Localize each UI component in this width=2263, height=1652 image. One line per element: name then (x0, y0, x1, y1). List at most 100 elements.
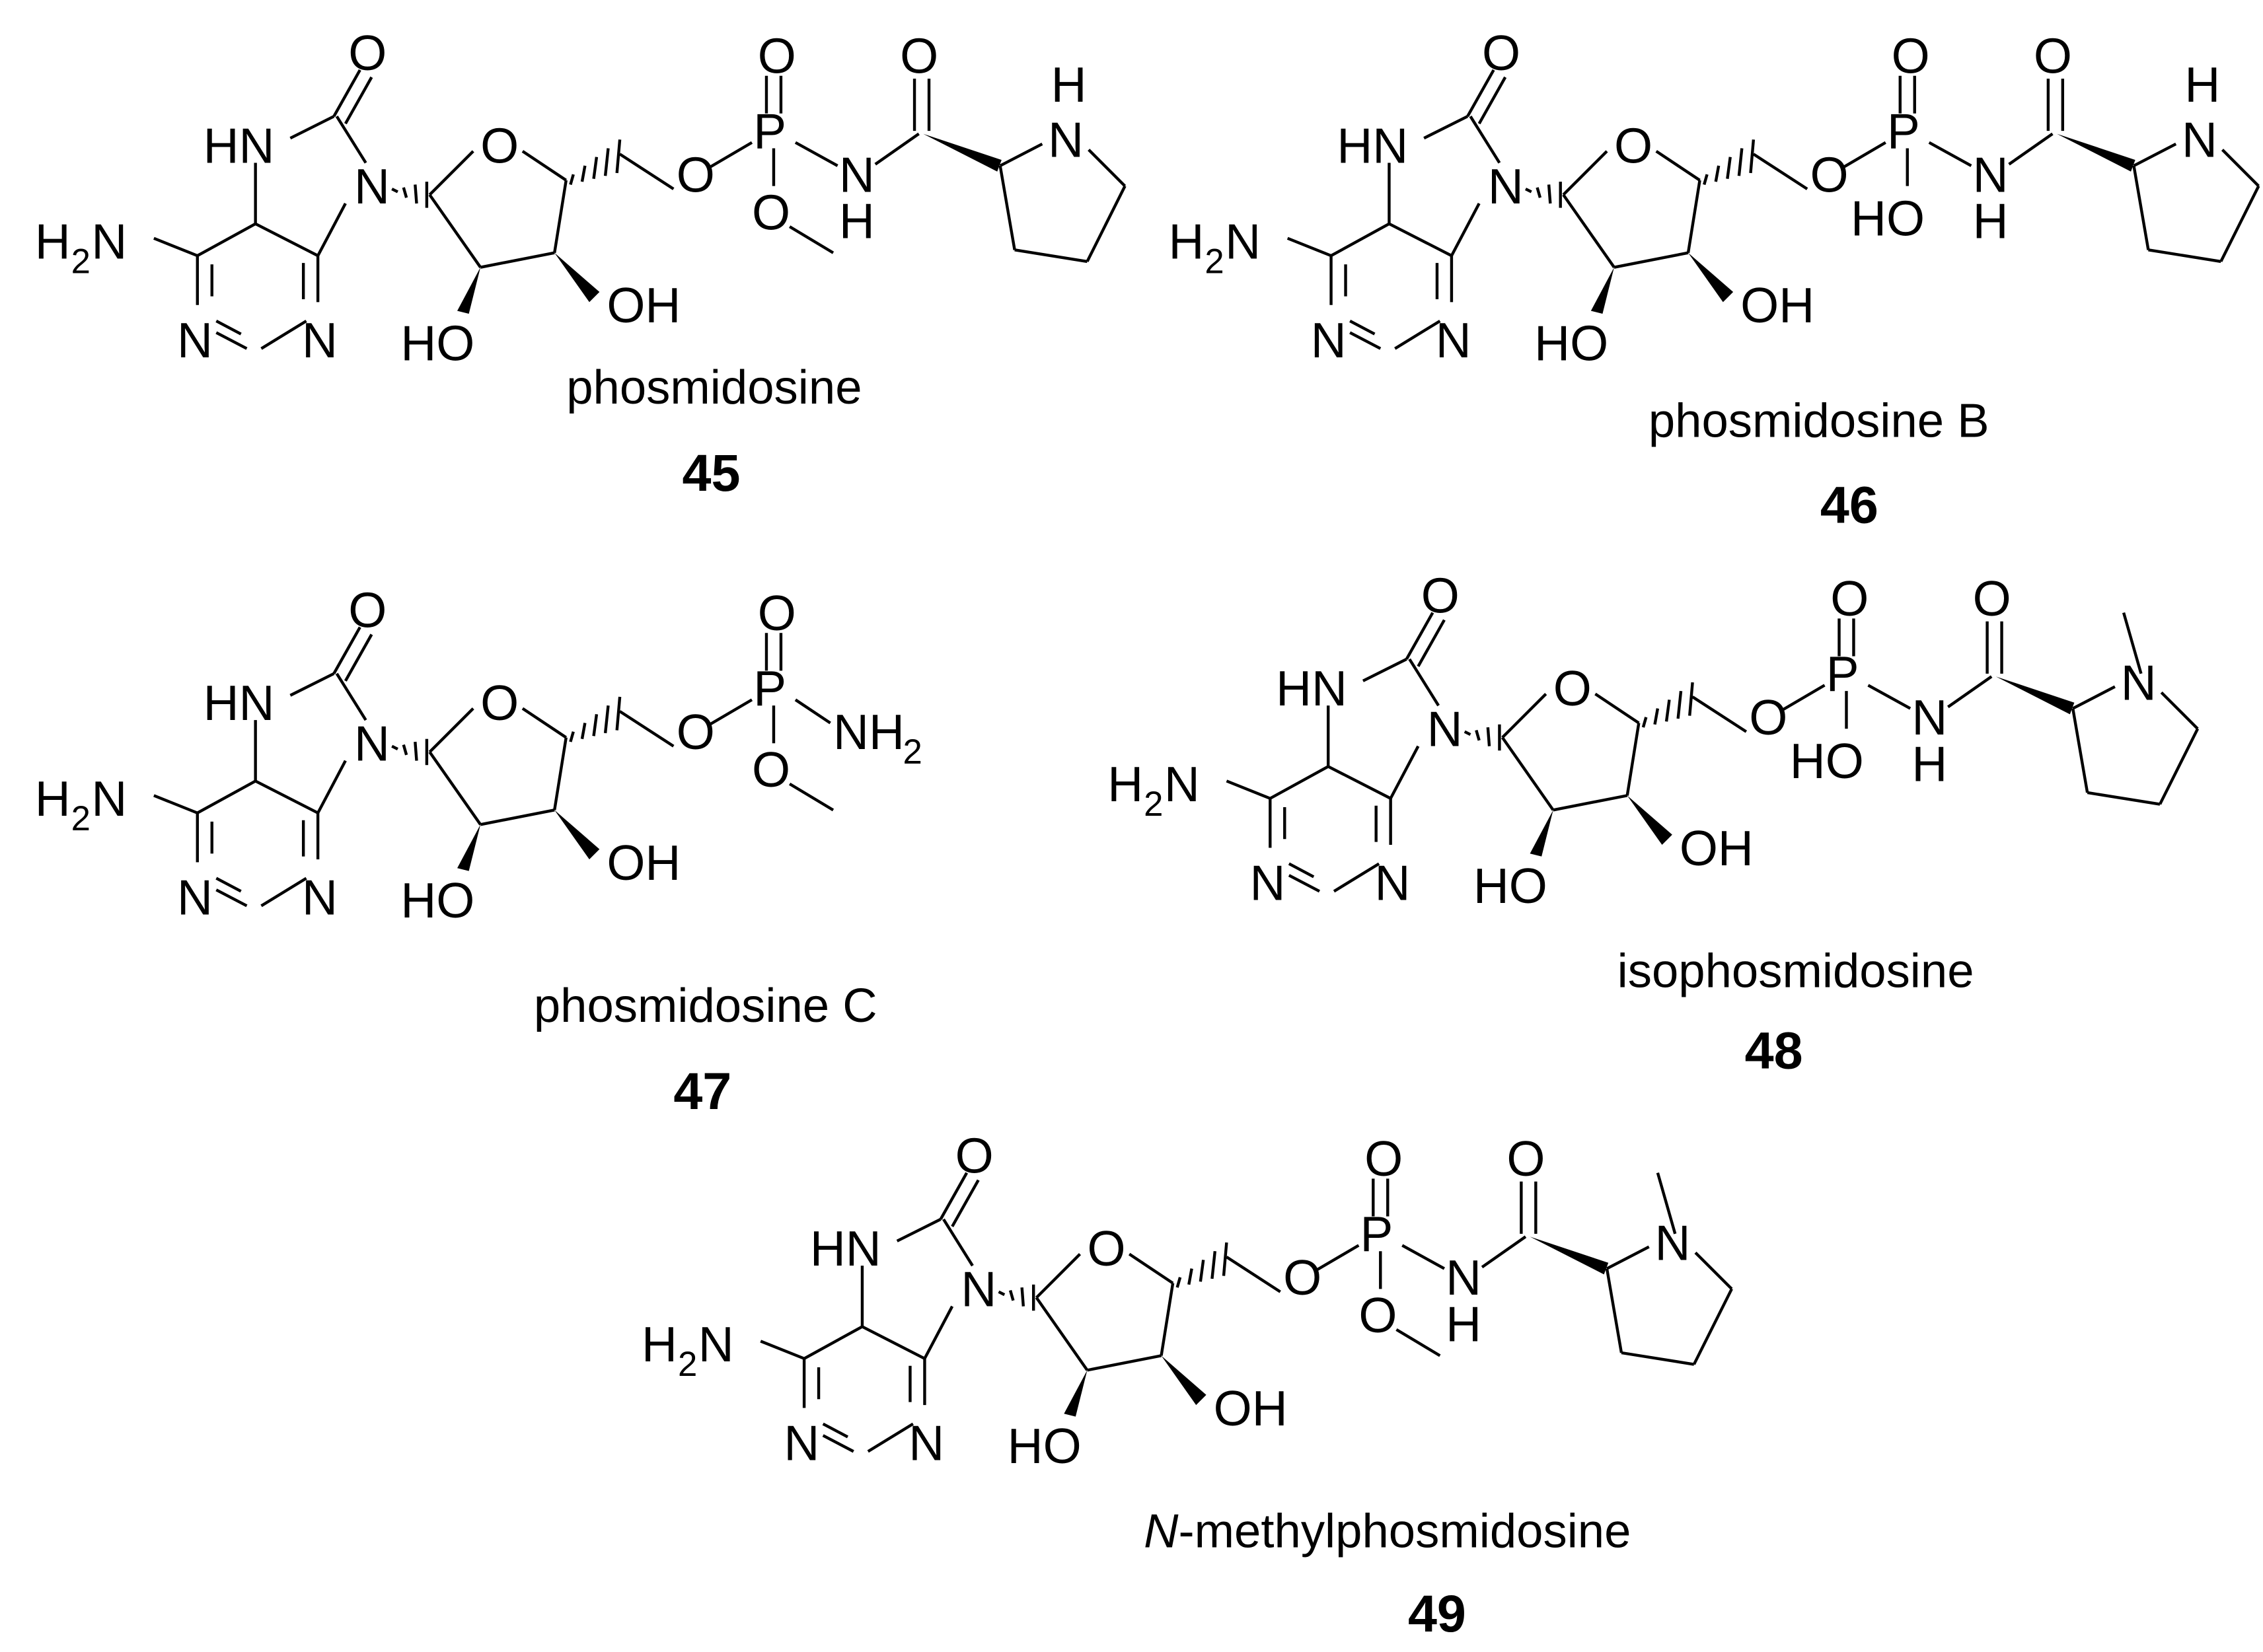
compound-name: isophosmidosine (1617, 944, 1974, 997)
atom-label: N (354, 716, 390, 772)
atom-label: O (1614, 118, 1652, 174)
atom-label: N (839, 147, 875, 202)
atom-label: N (1311, 312, 1347, 368)
atom-label: N (1654, 1215, 1690, 1270)
atom-label: 2 (71, 242, 91, 281)
atom-label: N (1973, 147, 2009, 202)
compound-name: phosmidosine B (1649, 394, 1989, 448)
atom-label: O (480, 675, 519, 731)
atom-label: H (35, 214, 71, 269)
atom-label: HN (1276, 661, 1347, 716)
atom-label: H (1051, 57, 1087, 112)
atom-label: N (784, 1416, 819, 1471)
amino-group-label: H 2 N (1107, 756, 1200, 824)
atom-label: H (2184, 57, 2220, 112)
atom-label: N (302, 870, 338, 925)
atom-label: HN (204, 118, 275, 174)
atom-label: N (1164, 756, 1200, 812)
atom-label: N (1911, 690, 1947, 745)
atom-label: O (677, 147, 715, 202)
atom-label: O (1892, 28, 1930, 83)
compound-name: N-methylphosmidosine (1144, 1504, 1631, 1558)
atom-label: HN (810, 1221, 881, 1276)
atom-label: O (752, 185, 790, 240)
atom-label: O (900, 28, 938, 83)
atom-label: H (1911, 736, 1947, 791)
atom-label: 2 (71, 799, 91, 838)
atom-label: O (1553, 661, 1592, 716)
atom-label: O (1482, 25, 1520, 81)
atom-label: OH (607, 835, 681, 890)
compound-46: O HN N H 2 N N N O HO OH O P O HO N H O … (1169, 25, 2259, 534)
atom-label: HO (1473, 858, 1547, 914)
atom-label: NH (833, 704, 905, 760)
compound-49: O HN N H 2 N N N O HO OH O P O O N H O N… (642, 1128, 1732, 1643)
atom-label: O (955, 1128, 994, 1184)
atom-label: N (1488, 159, 1524, 214)
compound-number: 49 (1408, 1584, 1466, 1643)
atom-label: O (348, 25, 387, 81)
atom-label: 2 (903, 733, 922, 772)
atom-label: N (2182, 112, 2217, 168)
compound-47: O HN N H 2 N N N O HO OH O P O O NH 2 ph… (35, 583, 922, 1120)
atom-label: O (1283, 1250, 1321, 1305)
atom-label: H (35, 771, 71, 826)
atom-label: O (2034, 28, 2072, 83)
atom-label: N (1048, 112, 1084, 168)
atom-label: OH (607, 277, 681, 333)
atom-label: O (752, 742, 790, 797)
atom-label: O (1749, 690, 1787, 745)
compound-45: O HN N H 2 N N N O HO OH O P O O N H O H… (35, 25, 1125, 502)
atom-label: O (348, 583, 387, 638)
atom-label: O (480, 118, 519, 174)
atom-label: 2 (678, 1345, 697, 1384)
compound-name: phosmidosine C (534, 979, 877, 1032)
atom-label: N (354, 159, 390, 214)
atom-label: N (909, 1416, 944, 1471)
atom-label: H (642, 1316, 677, 1372)
amino-group-label: H 2 N (642, 1316, 734, 1384)
atom-label: O (1506, 1131, 1545, 1186)
amino-group-label: H 2 N (35, 214, 128, 281)
atom-label: O (1087, 1221, 1125, 1276)
compound-name: phosmidosine (566, 361, 862, 414)
compound-number: 48 (1745, 1021, 1803, 1079)
atom-label: N (91, 214, 127, 269)
atom-label: H (1107, 756, 1143, 812)
atom-label: P (1826, 646, 1859, 701)
atom-label: H (1973, 194, 2009, 249)
atom-label: OH (1214, 1381, 1288, 1436)
atom-label: N (177, 312, 213, 368)
compound-name-rest: -methylphosmidosine (1179, 1504, 1631, 1558)
atom-label: O (677, 704, 715, 760)
atom-label: HN (1337, 118, 1408, 174)
atom-label: OH (1740, 277, 1814, 333)
atom-label: N (1436, 312, 1471, 368)
atom-label: N (1374, 855, 1410, 911)
atom-label: HO (400, 315, 474, 371)
atom-label: O (1358, 1287, 1397, 1343)
atom-label: P (753, 104, 786, 159)
atom-label: OH (1680, 820, 1754, 876)
atom-label: N (1446, 1250, 1481, 1305)
atom-label: HN (204, 675, 275, 731)
atom-label: N (1225, 214, 1261, 269)
atom-label: HO (1851, 190, 1925, 246)
atom-label: O (1810, 147, 1849, 202)
atom-label: N (2121, 655, 2157, 710)
atom-label: O (758, 28, 796, 83)
atom-label: N (961, 1262, 996, 1317)
compound-name-prefix: N (1144, 1504, 1179, 1558)
atom-label: N (91, 771, 127, 826)
atom-label: O (1421, 568, 1460, 624)
atom-label: N (698, 1316, 734, 1372)
compound-number: 45 (683, 443, 741, 502)
atom-label: HO (1534, 315, 1608, 371)
atom-label: N (302, 312, 338, 368)
atom-label: P (753, 661, 786, 716)
atom-label: O (1364, 1131, 1403, 1186)
atom-label: N (1250, 855, 1286, 911)
atom-label: N (1427, 701, 1463, 757)
atom-label: H (1169, 214, 1205, 269)
atom-label: N (177, 870, 213, 925)
